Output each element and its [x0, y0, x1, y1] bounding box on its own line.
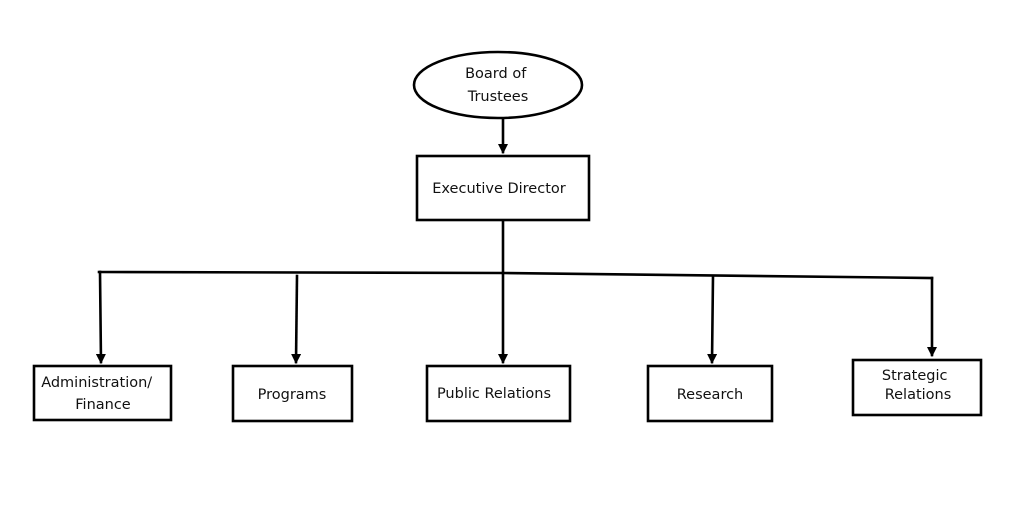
- node-executive-director: Executive Director: [415, 154, 591, 222]
- programs-box: [231, 364, 354, 423]
- connector-to-research: [707, 274, 718, 364]
- administration-finance-box: [32, 364, 173, 422]
- executive-director-label: Executive Director: [432, 181, 565, 197]
- node-programs: Programs: [231, 364, 354, 423]
- administration-finance-label: Administration/ Finance: [41, 375, 157, 413]
- node-public-relations: Public Relations: [425, 364, 572, 423]
- node-research: Research: [646, 364, 774, 423]
- strategic-relations-label: Strategic Relations: [882, 368, 952, 403]
- board-of-trustees-label: Board of Trustees: [465, 66, 531, 105]
- board-of-trustees-ellipse: [412, 50, 584, 120]
- research-box: [646, 364, 774, 423]
- strategic-relations-box: [851, 358, 983, 417]
- connector-to-programs: [291, 274, 302, 364]
- programs-label: Programs: [258, 387, 327, 403]
- public-relations-box: [425, 364, 572, 423]
- executive-director-box: [415, 154, 591, 222]
- connectors: [95, 116, 937, 364]
- connector-bus: [97, 270, 934, 280]
- node-board-of-trustees: Board of Trustees: [412, 50, 584, 120]
- connector-to-administration-finance: [95, 270, 106, 364]
- public-relations-label: Public Relations: [437, 386, 551, 402]
- node-administration-finance: Administration/ Finance: [32, 364, 173, 422]
- node-strategic-relations: Strategic Relations: [851, 358, 983, 417]
- research-label: Research: [677, 387, 744, 403]
